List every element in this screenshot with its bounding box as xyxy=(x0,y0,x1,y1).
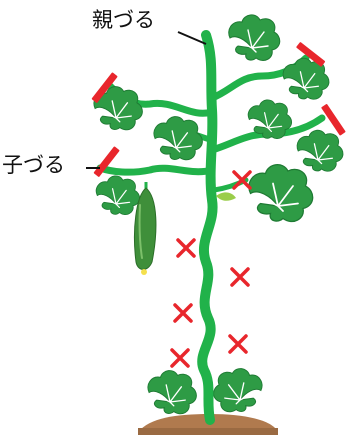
leaf-left-lower xyxy=(96,176,139,215)
remove-mark xyxy=(232,269,248,285)
side-vine-label: 子づる xyxy=(2,155,65,176)
side-vine-left-lower xyxy=(100,168,212,172)
base-leaf-left xyxy=(148,371,196,414)
soil-base xyxy=(138,428,278,435)
remove-mark xyxy=(230,336,246,352)
main-vine-label: 親づる xyxy=(92,10,155,31)
remove-mark xyxy=(175,305,191,321)
cucumber-flower xyxy=(141,269,147,275)
leaf-right-big xyxy=(249,165,313,222)
leaf-top-right xyxy=(229,15,280,61)
main-stem xyxy=(202,35,212,420)
leaf-left-mid xyxy=(154,117,202,160)
base-leaf-right xyxy=(214,369,262,412)
stem-bud xyxy=(216,192,236,200)
leaf-right-lower xyxy=(297,130,343,171)
remove-mark xyxy=(178,240,194,256)
remove-mark xyxy=(172,350,188,366)
